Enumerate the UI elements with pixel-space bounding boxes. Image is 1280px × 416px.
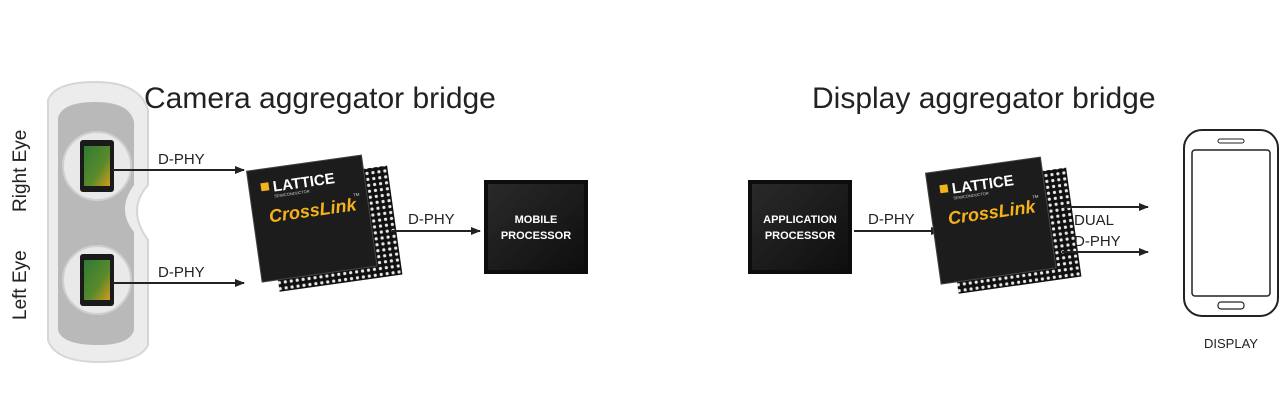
mobile-processor-box: MOBILE PROCESSOR: [484, 180, 588, 274]
svg-text:PROCESSOR: PROCESSOR: [501, 230, 571, 242]
display-bridge-title: Display aggregator bridge: [812, 82, 1156, 115]
phone-display-icon: [1183, 129, 1279, 317]
dual-label: DUAL: [1074, 212, 1114, 229]
left-eye-label: Left Eye: [10, 250, 31, 320]
dual-dphy-label: D-PHY: [1074, 233, 1121, 250]
svg-text:™: ™: [353, 193, 361, 201]
left-eye-link-label: D-PHY: [158, 264, 205, 281]
svg-text:SEMICONDUCTOR: SEMICONDUCTOR: [274, 189, 310, 199]
vr-headset: [47, 80, 149, 364]
display-input-link-label: D-PHY: [868, 211, 915, 228]
right-eye-sensor: [80, 140, 114, 192]
svg-text:SEMICONDUCTOR: SEMICONDUCTOR: [953, 191, 989, 201]
svg-text:™: ™: [1032, 195, 1040, 203]
application-processor-box: APPLICATION PROCESSOR: [748, 180, 852, 274]
svg-text:APPLICATION: APPLICATION: [763, 214, 837, 226]
camera-bridge-title: Camera aggregator bridge: [144, 82, 496, 115]
crosslink-chip-display: LATTICE SEMICONDUCTOR CrossLink ™: [924, 156, 1082, 294]
svg-text:PROCESSOR: PROCESSOR: [765, 230, 835, 242]
right-eye-label: Right Eye: [10, 130, 31, 212]
crosslink-chip-camera: LATTICE SEMICONDUCTOR CrossLink ™: [245, 154, 403, 292]
left-eye-sensor: [80, 254, 114, 306]
display-caption: DISPLAY: [1204, 336, 1258, 351]
svg-text:MOBILE: MOBILE: [515, 214, 558, 226]
mobile-link-label: D-PHY: [408, 211, 455, 228]
right-eye-link-label: D-PHY: [158, 151, 205, 168]
